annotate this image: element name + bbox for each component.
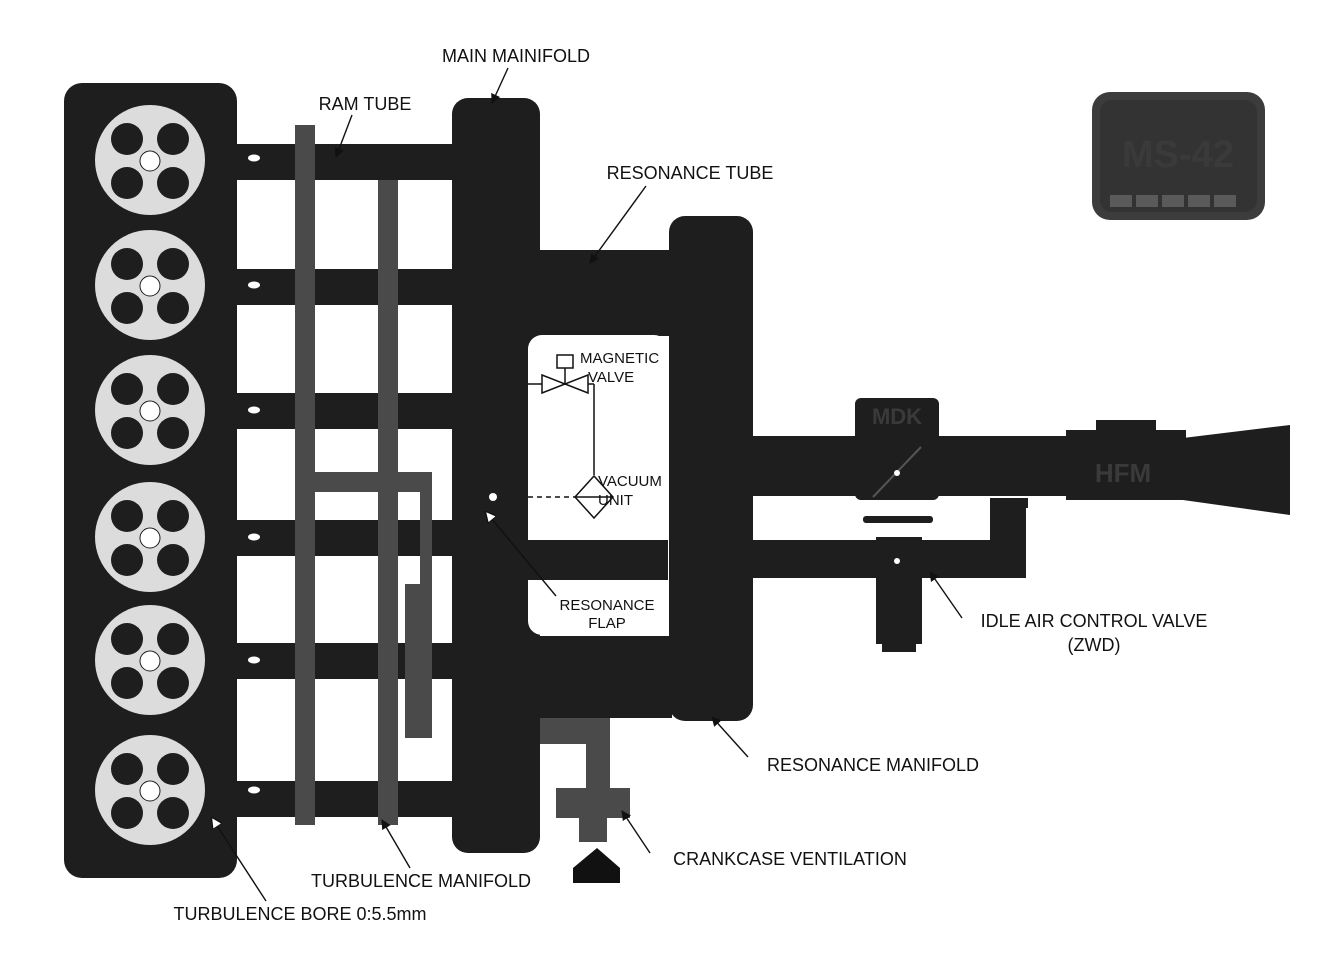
idle-air-control-valve [876,537,922,644]
ecu-label: MS-42 [1122,134,1234,176]
hfm-body [1066,430,1186,500]
mdk-label: MDK [872,404,922,429]
magnetic-valve-symbol [528,354,595,475]
vacuum-unit-symbol [528,474,615,520]
cylinder [95,735,205,845]
hfm-label: HFM [1095,458,1151,488]
label-resonance-flap-1: RESONANCE [559,597,654,614]
label-vacuum-unit-1: VACUUM [598,473,662,490]
ecu-connector [1110,195,1236,207]
cylinder [95,355,205,465]
resonance-tube-upper [538,254,672,336]
label-idle-air-control-1: IDLE AIR CONTROL VALVE [981,611,1208,631]
mdk-throttle [855,398,939,500]
resonance-manifold [669,216,753,721]
turbulence-manifold-pipes [141,125,432,825]
cylinder [95,482,205,592]
cylinders [95,105,205,845]
label-vacuum-unit-2: UNIT [598,492,633,509]
label-main-manifold: MAIN MAINIFOLD [442,46,590,66]
crankcase-ventilation-pipe [540,718,630,842]
main-manifold [452,98,540,853]
cylinder [95,230,205,340]
idle-bypass-loop [750,498,1028,578]
air-intake-funnel [1183,425,1290,515]
resonance-tube-lower [538,636,672,718]
turbulence-bores [248,154,260,794]
label-turbulence-bore: TURBULENCE BORE 0:5.5mm [173,904,426,924]
ram-tubes [235,144,465,817]
resonance-flap-channel [528,540,668,580]
label-magnetic-valve-2: VALVE [588,369,634,386]
cylinder [95,605,205,715]
label-turbulence-manifold: TURBULENCE MANIFOLD [311,871,531,891]
resonance-flap-pivot [489,493,497,501]
callout-lines [212,67,963,902]
label-resonance-manifold: RESONANCE MANIFOLD [767,755,979,775]
label-resonance-tube: RESONANCE TUBE [607,163,774,183]
throttle-actuator-bar [863,516,933,523]
crankcase-flow-arrow [573,848,620,883]
label-ram-tube: RAM TUBE [319,94,412,114]
label-resonance-flap-2: FLAP [588,615,626,632]
ecu-ms42: MS-42 [1092,92,1265,220]
label-crankcase-ventilation: CRANKCASE VENTILATION [673,849,907,869]
label-idle-air-control-2: (ZWD) [1068,635,1121,655]
label-magnetic-valve-1: MAGNETIC [580,350,659,367]
cylinder [95,105,205,215]
